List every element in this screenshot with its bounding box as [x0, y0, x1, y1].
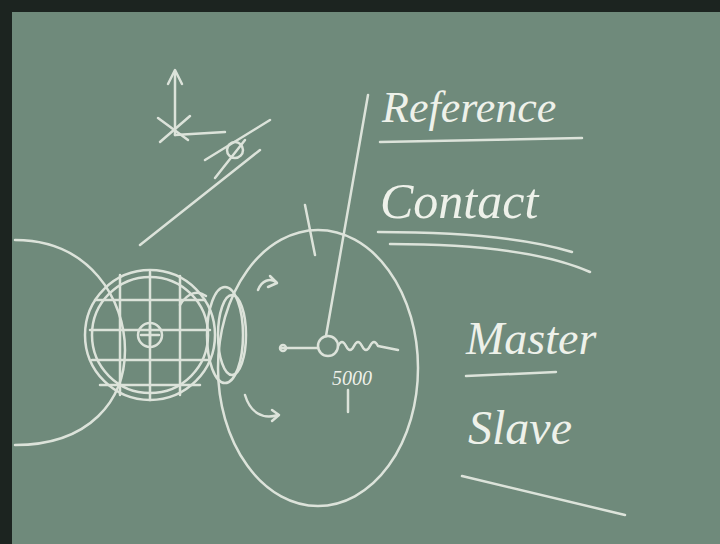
value-label: 5000 — [332, 368, 372, 388]
reference-label: Reference — [382, 86, 556, 130]
contact-label: Contact — [380, 176, 538, 226]
master-label: Master — [466, 316, 596, 362]
slave-label: Slave — [468, 404, 572, 452]
